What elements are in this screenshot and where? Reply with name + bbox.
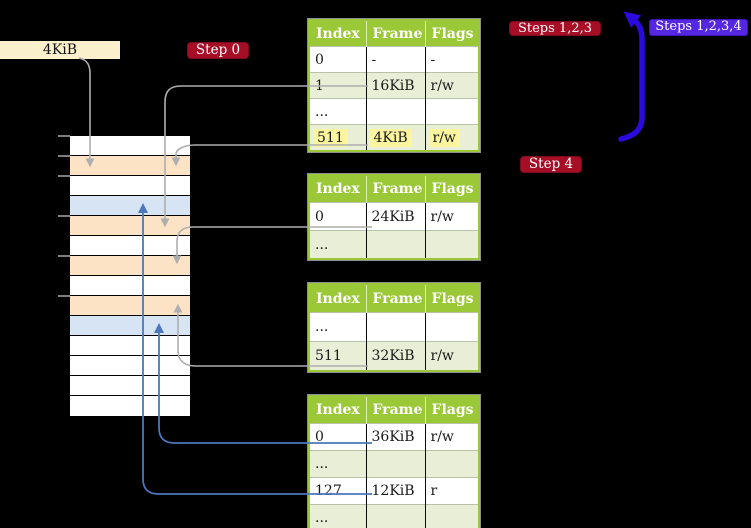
table-row: ... — [310, 312, 478, 342]
table-cell — [424, 312, 478, 342]
memory-row-white — [69, 335, 190, 356]
table-cell: r — [424, 476, 478, 504]
table-cell — [424, 230, 478, 258]
memory-row-white — [69, 375, 190, 396]
table-cell: 32KiB — [365, 341, 425, 370]
table-cell: 1 — [310, 72, 366, 99]
memory-row-white — [69, 275, 190, 296]
table-cell — [365, 98, 425, 125]
table-cell — [365, 312, 425, 342]
table-cell: ... — [310, 230, 366, 258]
steps-123-badge: Steps 1,2,3 — [509, 21, 601, 36]
column-header-index: Index — [310, 21, 366, 47]
memory-address-tick — [58, 215, 70, 217]
table-row: 0-- — [310, 46, 478, 73]
table-cell: r/w — [424, 202, 478, 231]
table-cell — [365, 230, 425, 258]
table-cell: 0 — [310, 422, 366, 450]
table-cell: 36KiB — [365, 422, 425, 450]
table-cell: 511 — [310, 124, 366, 150]
memory-row-blue — [69, 315, 190, 336]
table-cell: r/w — [424, 341, 478, 370]
table-cell: 24KiB — [365, 202, 425, 231]
column-header-index: Index — [310, 285, 366, 313]
memory-row-white — [69, 355, 190, 376]
table-cell — [365, 449, 425, 477]
memory-row-blue — [69, 195, 190, 216]
memory-address-tick — [58, 295, 70, 297]
table-cell: 0 — [310, 46, 366, 73]
memory-address-tick — [58, 135, 70, 137]
memory-row-white — [69, 395, 190, 416]
table-cell — [424, 449, 478, 477]
table-cell: ... — [310, 449, 366, 477]
column-header-flags: Flags — [424, 285, 478, 313]
table-row: ... — [310, 449, 478, 477]
table-cell — [365, 503, 425, 528]
column-header-index: Index — [310, 176, 366, 203]
memory-address-tick — [58, 255, 70, 257]
table-cell: 0 — [310, 202, 366, 231]
table-cell: 12KiB — [365, 476, 425, 504]
table-cell: ... — [310, 312, 366, 342]
memory-address-tick — [58, 155, 70, 157]
column-header-frame: Frame — [365, 397, 425, 423]
table-row: ... — [310, 98, 478, 125]
column-header-flags: Flags — [424, 397, 478, 423]
table-cell: - — [365, 46, 425, 73]
column-header-index: Index — [310, 397, 366, 423]
column-header-flags: Flags — [424, 176, 478, 203]
memory-row-orange — [69, 155, 190, 176]
table-cell — [424, 503, 478, 528]
table-cell — [424, 98, 478, 125]
column-header-frame: Frame — [365, 176, 425, 203]
arrow-steps-loop-arrow — [618, 11, 645, 142]
steps-1234-badge: Steps 1,2,3,4 — [649, 19, 748, 36]
table-cell: r/w — [424, 72, 478, 99]
step-0-badge: Step 0 — [187, 42, 249, 59]
column-header-frame: Frame — [365, 21, 425, 47]
table-cell: 4KiB — [365, 124, 425, 150]
table-row: ... — [310, 230, 478, 258]
memory-row-orange — [69, 215, 190, 236]
memory-row-orange — [69, 255, 190, 276]
physical-memory-strip — [68, 134, 191, 417]
table-cell: 127 — [310, 476, 366, 504]
table-cell: - — [424, 46, 478, 73]
frame-size-label: 4KiB — [0, 41, 120, 59]
table-cell: r/w — [424, 124, 478, 150]
memory-row-white — [69, 235, 190, 256]
column-header-frame: Frame — [365, 285, 425, 313]
memory-row-white — [69, 175, 190, 196]
column-header-flags: Flags — [424, 21, 478, 47]
table-cell: 511 — [310, 341, 366, 370]
step-4-badge: Step 4 — [520, 156, 582, 173]
memory-address-tick — [58, 175, 70, 177]
table-cell: ... — [310, 98, 366, 125]
table-cell: ... — [310, 503, 366, 528]
table-cell: 16KiB — [365, 72, 425, 99]
table-cell: r/w — [424, 422, 478, 450]
memory-row-orange — [69, 295, 190, 316]
table-row: ... — [310, 503, 478, 528]
memory-row-white — [69, 135, 190, 156]
